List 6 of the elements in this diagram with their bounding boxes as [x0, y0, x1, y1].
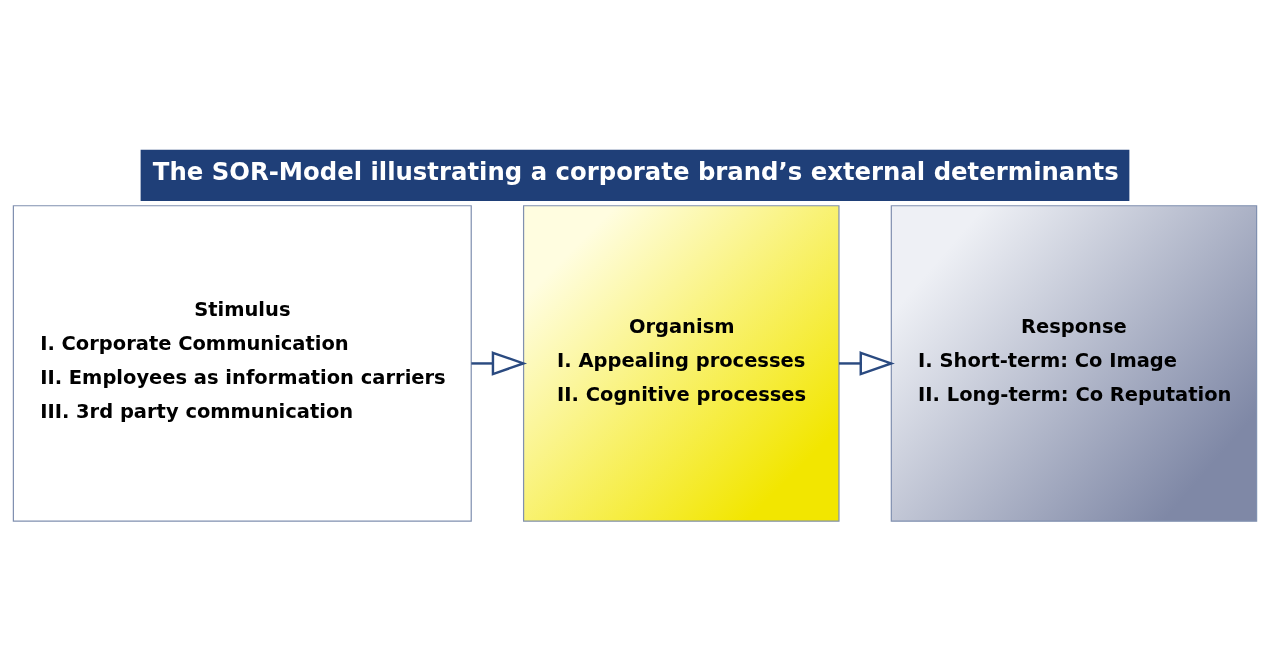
- arrow: [471, 351, 528, 376]
- diagram-title: The SOR-Model illustrating a corporate brand’s external determinants: [152, 157, 1119, 187]
- node-box: Stimulus I. Corporate Communication II. Employees as information carriers III. 3rd party communication: [12, 205, 472, 522]
- node-box: Response I. Short-term: Co Image II. Long-term: Co Reputation: [890, 205, 1258, 522]
- node-box: Organism I. Appealing processes II. Cognitive processes: [522, 205, 840, 522]
- arrow: [838, 351, 895, 376]
